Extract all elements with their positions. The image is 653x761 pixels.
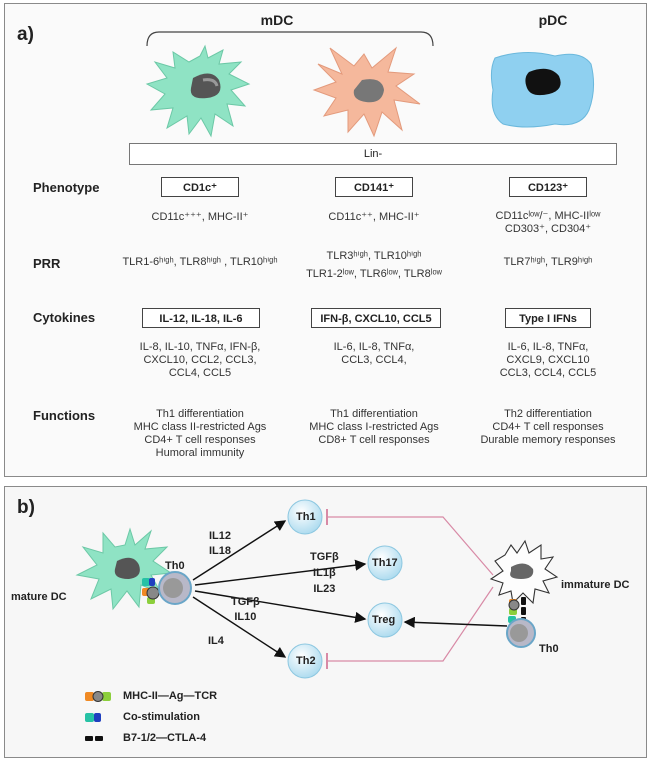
treg-label: Treg	[372, 614, 396, 626]
differentiation-diagram	[75, 499, 559, 741]
phenotype-text-cd123: CD11cˡᵒʷ/⁻, MHC-IIˡᵒʷ CD303⁺, CD304⁺	[495, 210, 601, 235]
panel-a: a) mDC pDC Lin- Phenotype PRR Cytokines …	[4, 3, 647, 477]
mature-dc-cell-icon	[75, 527, 173, 611]
row-label-prr: PRR	[33, 256, 61, 271]
phenotype-box-cd1c: CD1c⁺	[161, 177, 239, 197]
mature-dc-label: mature DC	[11, 591, 67, 603]
row-label-phenotype: Phenotype	[33, 180, 100, 195]
function-text-cd141: Th1 differentiation MHC class I-restrict…	[309, 408, 439, 446]
row-label-cytokines: Cytokines	[33, 310, 96, 325]
th0-right-label: Th0	[539, 643, 559, 655]
th17-cytokines: TGFβ IL1β IL23	[310, 551, 339, 595]
th1-cell-icon	[287, 499, 323, 535]
cytokine-text-cd1c: IL-8, IL-10, TNFα, IFN-β, CXCL10, CCL2, …	[139, 341, 261, 379]
mdc-cd1c-cell-icon	[145, 44, 251, 138]
legend-b7-ctla4: B7-1/2—CTLA-4	[123, 732, 207, 744]
th1-label: Th1	[296, 511, 316, 523]
phenotype-text-cd141: CD11c⁺⁺, MHC-II⁺	[328, 211, 420, 223]
pdc-heading: pDC	[538, 12, 568, 28]
cytokine-box-cd1c: IL-12, IL-18, IL-6	[142, 308, 260, 328]
mdc-bracket	[146, 31, 434, 47]
th17-label: Th17	[372, 557, 398, 569]
prr-text-cd141: TLR3ʰⁱᵍʰ, TLR10ʰⁱᵍʰ TLR1-2ˡᵒʷ, TLR6ˡᵒʷ, …	[306, 250, 442, 280]
treg-cytokines: TGFβ IL10	[231, 596, 260, 623]
phenotype-box-cd141: CD141⁺	[335, 177, 413, 197]
mdc-cd141-cell-icon	[312, 46, 421, 138]
legend-costimulation: Co-stimulation	[123, 711, 200, 723]
th2-cell-icon	[287, 643, 323, 679]
treg-cell-icon	[367, 602, 403, 638]
row-label-functions: Functions	[33, 408, 96, 423]
costimulation-icon	[85, 713, 101, 722]
immature-dc-cell-icon	[489, 539, 559, 605]
immature-dc-label: immature DC	[561, 579, 630, 591]
cytokine-text-cd141: IL-6, IL-8, TNFα, CCL3, CCL4,	[333, 341, 415, 366]
panel-b: b)	[4, 486, 647, 758]
th1-cytokines: IL12 IL18	[209, 530, 232, 557]
cytokine-text-cd123: IL-6, IL-8, TNFα, CXCL9, CXCL10 CCL3, CC…	[499, 341, 597, 379]
th0-left-label: Th0	[165, 560, 185, 572]
mdc-heading: mDC	[260, 12, 294, 28]
cytokine-box-cd141: IFN-β, CXCL10, CCL5	[311, 308, 441, 328]
th17-cell-icon	[367, 545, 403, 581]
prr-text-cd123: TLR7ʰⁱᵍʰ, TLR9ʰⁱᵍʰ	[503, 256, 593, 268]
th2-cytokines: IL4	[208, 635, 224, 647]
panel-b-letter: b)	[17, 497, 35, 518]
function-text-cd1c: Th1 differentiation MHC class II-restric…	[133, 408, 267, 459]
mhc-tcr-icon	[85, 691, 111, 702]
th2-label: Th2	[296, 655, 316, 667]
legend-mhc-tcr: MHC-II—Ag—TCR	[123, 690, 218, 702]
cytokine-box-cd123: Type I IFNs	[505, 308, 591, 328]
prr-text-cd1c: TLR1-6ʰⁱᵍʰ, TLR8ʰⁱᵍʰ , TLR10ʰⁱᵍʰ	[122, 256, 278, 268]
phenotype-text-cd1c: CD11c⁺⁺⁺, MHC-II⁺	[151, 211, 249, 223]
lin-negative-bar: Lin-	[129, 143, 617, 165]
phenotype-box-cd123: CD123⁺	[509, 177, 587, 197]
b7-ctla4-icon	[85, 736, 103, 741]
pdc-cell-icon	[490, 52, 595, 128]
function-text-cd123: Th2 differentiation CD4+ T cell response…	[480, 408, 616, 446]
panel-a-letter: a)	[17, 24, 34, 45]
